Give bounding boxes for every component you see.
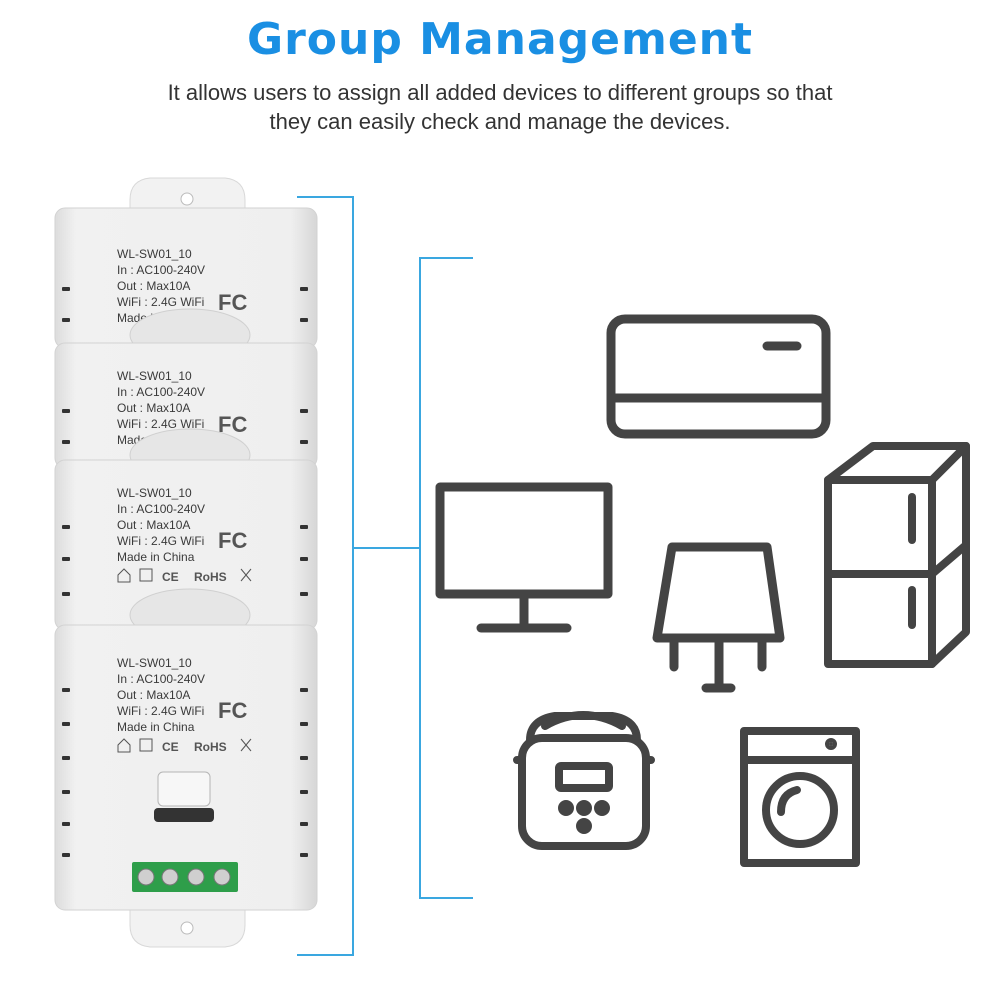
device-3-ce-mark: CE	[162, 570, 179, 584]
device-4-output: Out : Max10A	[117, 688, 190, 702]
bottom-mount-tab	[129, 904, 246, 948]
device-2-model: WL-SW01_10	[117, 369, 192, 383]
device-4-weee-icon	[240, 738, 252, 752]
group-bracket-connector	[297, 196, 473, 956]
device-1-model: WL-SW01_10	[117, 247, 192, 261]
device-2-wifi: WiFi : 2.4G WiFi	[117, 417, 204, 431]
refrigerator-icon	[824, 442, 970, 668]
device-4-pair-button	[157, 771, 211, 807]
device-4-double-insulation-icon	[139, 738, 153, 752]
device-3-origin: Made in China	[117, 550, 195, 564]
device-4-ce-mark: CE	[162, 740, 179, 754]
monitor-icon	[435, 482, 613, 633]
device-1-fc-mark: FC	[218, 290, 247, 315]
device-3-indoor-icon	[117, 568, 131, 583]
device-1-wifi: WiFi : 2.4G WiFi	[117, 295, 204, 309]
rice-cooker-icon	[513, 711, 655, 850]
device-3-cert-row: CE RoHS	[117, 568, 252, 584]
device-3-model: WL-SW01_10	[117, 486, 192, 500]
air-conditioner-icon	[606, 314, 831, 439]
device-1: WL-SW01_10 In : AC100-240V Out : Max10A …	[54, 207, 318, 362]
device-1-input: In : AC100-240V	[117, 263, 205, 277]
lamp-icon	[652, 542, 785, 693]
device-3: WL-SW01_10 In : AC100-240V Out : Max10A …	[54, 459, 318, 642]
device-3-output: Out : Max10A	[117, 518, 190, 532]
device-4-fc-mark: FC	[218, 698, 247, 723]
page-title: Group Management	[246, 14, 754, 65]
device-1-output: Out : Max10A	[117, 279, 190, 293]
device-4-wifi: WiFi : 2.4G WiFi	[117, 704, 204, 718]
device-3-fc-mark: FC	[218, 528, 247, 553]
device-4-model: WL-SW01_10	[117, 656, 192, 670]
device-4: WL-SW01_10 In : AC100-240V Out : Max10A …	[54, 624, 318, 911]
washing-machine-icon	[740, 727, 860, 867]
device-3-input: In : AC100-240V	[117, 502, 205, 516]
device-4-input: In : AC100-240V	[117, 672, 205, 686]
device-4-indoor-icon	[117, 738, 131, 753]
device-4-cert-row: CE RoHS	[117, 738, 252, 754]
device-4-terminal-block	[132, 862, 238, 892]
device-4-origin: Made in China	[117, 720, 195, 734]
device-3-double-insulation-icon	[139, 568, 153, 582]
device-3-rohs-mark: RoHS	[194, 570, 227, 584]
page-subtitle: It allows users to assign all added devi…	[167, 80, 833, 134]
device-2-input: In : AC100-240V	[117, 385, 205, 399]
device-2-output: Out : Max10A	[117, 401, 190, 415]
device-3-wifi: WiFi : 2.4G WiFi	[117, 534, 204, 548]
device-4-led-window	[154, 808, 214, 822]
device-3-weee-icon	[240, 568, 252, 582]
device-4-rohs-mark: RoHS	[194, 740, 227, 754]
